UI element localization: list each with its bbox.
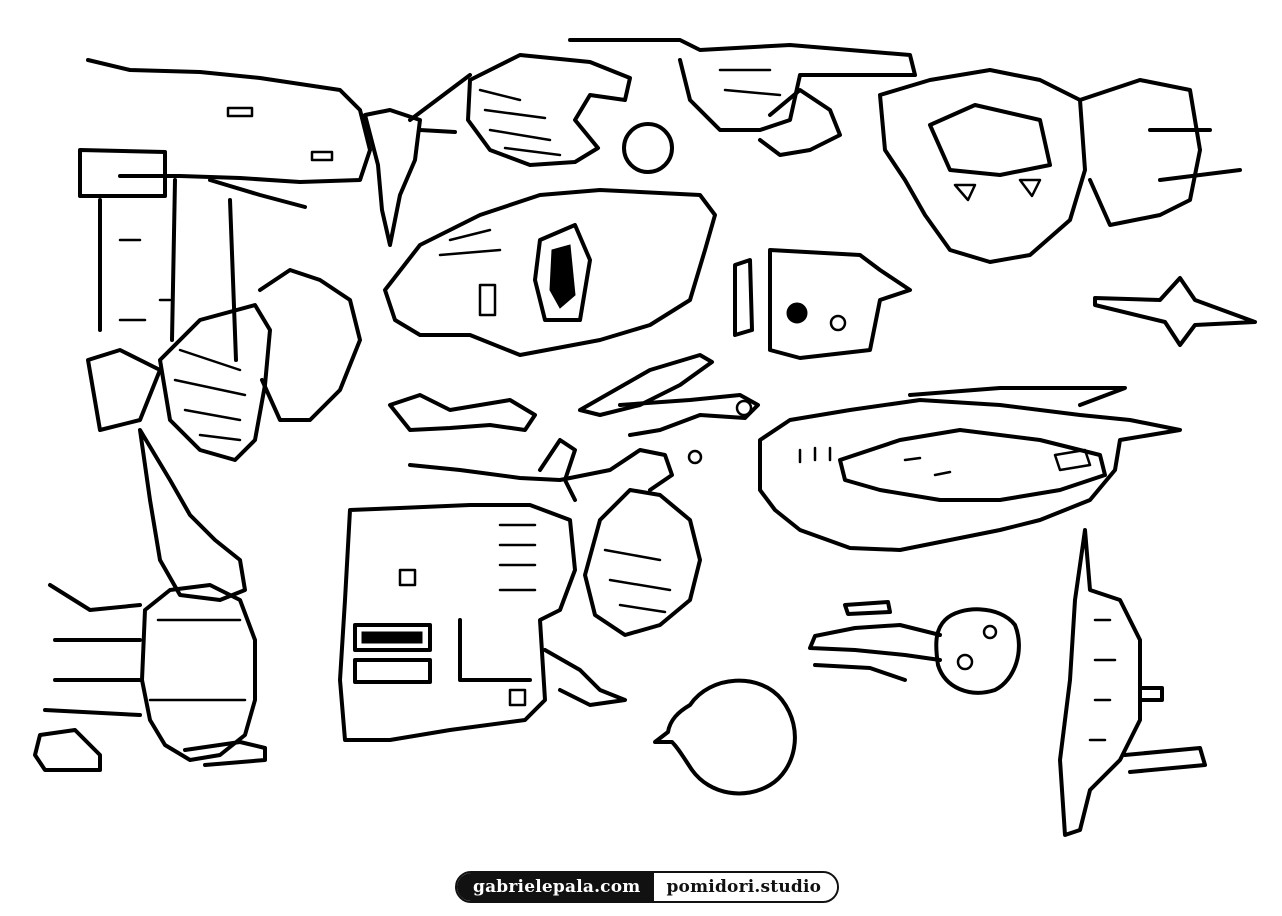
central-vehicle [383, 188, 912, 360]
spaceship-top-right [878, 68, 1242, 264]
credit-pill[interactable]: gabrielepala.com pomidori.studio [455, 871, 840, 903]
building-top-left [78, 58, 372, 362]
flying-creature [408, 353, 760, 502]
speech-bubble [653, 678, 797, 796]
credit-link-pomidori[interactable]: pomidori.studio [654, 873, 838, 901]
mushroom-tree [33, 428, 267, 772]
plant-cluster [86, 268, 537, 462]
hairy-blob [466, 53, 674, 174]
bush-center [543, 488, 702, 707]
spaceship-right-center [758, 386, 1182, 552]
bird-creature [363, 73, 472, 247]
building-bottom-center [338, 503, 577, 742]
box-with-plant [568, 38, 917, 157]
small-plane [1093, 276, 1257, 347]
jellyfish-creature [808, 600, 1021, 695]
credit-link-gabrielepala[interactable]: gabrielepala.com [457, 873, 655, 901]
tower-right [1058, 528, 1207, 837]
